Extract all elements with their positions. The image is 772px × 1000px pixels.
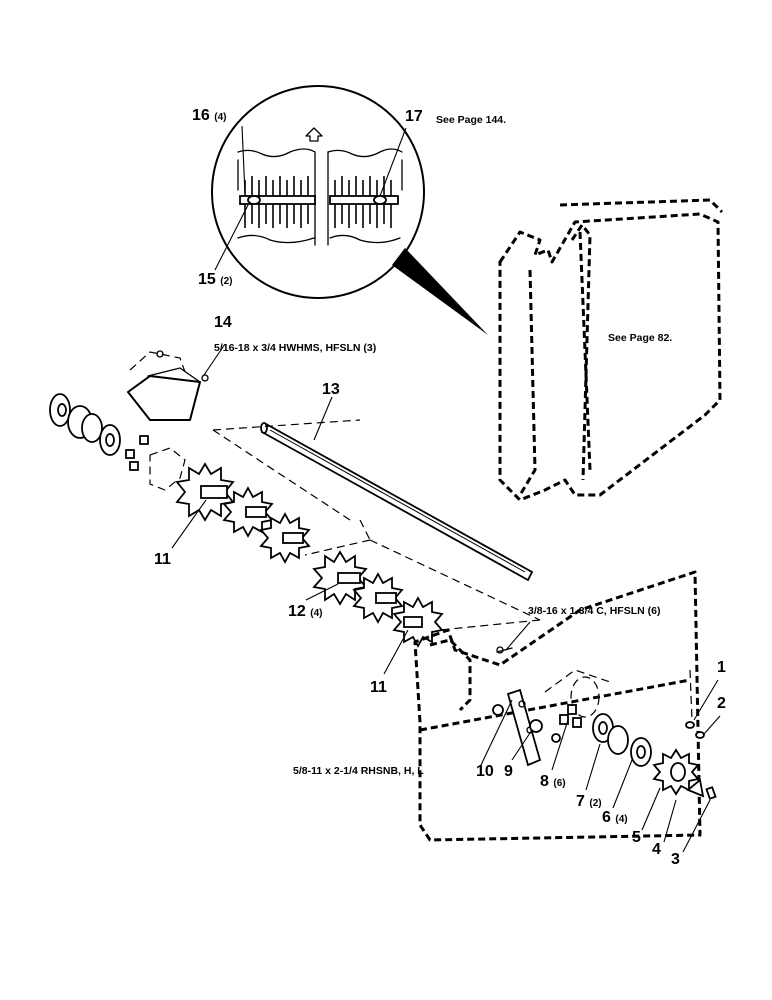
callout-number: 15	[198, 271, 216, 288]
callout-11-upper: 11	[154, 552, 171, 568]
see-page-82-note: See Page 82.	[608, 332, 673, 344]
guard-plate	[127, 350, 209, 421]
see-page-144-note: See Page 144.	[436, 114, 507, 126]
callout-6: 6 (4)	[602, 810, 628, 826]
callout-11-lower: 11	[370, 680, 387, 696]
callout-1: 1	[717, 660, 726, 676]
callout-number: 5	[632, 829, 641, 846]
hardware-note-10: 5/8-11 x 2-1/4 RHSNB, H, L	[293, 765, 424, 777]
callout-4: 4	[652, 842, 661, 858]
callout-qty: (4)	[214, 112, 227, 123]
callout-number: 6	[602, 809, 611, 826]
callout-3: 3	[671, 852, 680, 868]
callout-qty: (4)	[310, 608, 323, 619]
callout-9: 9	[504, 764, 513, 780]
callout-number: 3	[671, 851, 680, 868]
leader-lines	[171, 125, 721, 853]
callout-number: 4	[652, 841, 661, 858]
callout-number: 7	[576, 793, 585, 810]
callout-10: 10	[476, 764, 494, 780]
callout-8: 8 (6)	[540, 774, 566, 790]
callout-number: 10	[476, 763, 494, 780]
hardware-note-bolt: 3/8-16 x 1-3/4 C, HFSLN (6)	[528, 605, 661, 617]
callout-qty: (2)	[589, 798, 602, 809]
callout-number: 1	[717, 659, 726, 676]
callout-number: 14	[214, 314, 232, 331]
callout-qty: (6)	[553, 778, 566, 789]
callout-17: 17	[405, 109, 423, 125]
callout-number: 17	[405, 108, 423, 125]
callout-number: 13	[322, 381, 340, 398]
callout-number: 11	[154, 551, 171, 568]
callout-12: 12 (4)	[288, 604, 322, 620]
callout-number: 11	[370, 679, 387, 696]
callout-number: 9	[504, 763, 513, 780]
shaft-13	[212, 419, 541, 631]
callout-number: 8	[540, 773, 549, 790]
side-panel	[413, 570, 717, 842]
callout-16: 16 (4)	[192, 108, 226, 124]
callout-14: 14	[214, 315, 232, 331]
left-bearing-stack	[49, 393, 186, 491]
callout-qty: (2)	[220, 276, 233, 287]
detail-magnifier	[211, 85, 488, 335]
callout-7: 7 (2)	[576, 794, 602, 810]
hardware-note-14: 5/16-18 x 3/4 HWHMS, HFSLN (3)	[214, 342, 377, 354]
callout-qty: (4)	[615, 814, 628, 825]
callout-number: 12	[288, 603, 306, 620]
callout-2: 2	[717, 696, 726, 712]
callout-15: 15 (2)	[198, 272, 232, 288]
belt-frame	[498, 198, 724, 502]
callout-13: 13	[322, 382, 340, 398]
callout-number: 16	[192, 107, 210, 124]
callout-5: 5	[632, 830, 641, 846]
callout-number: 2	[717, 695, 726, 712]
